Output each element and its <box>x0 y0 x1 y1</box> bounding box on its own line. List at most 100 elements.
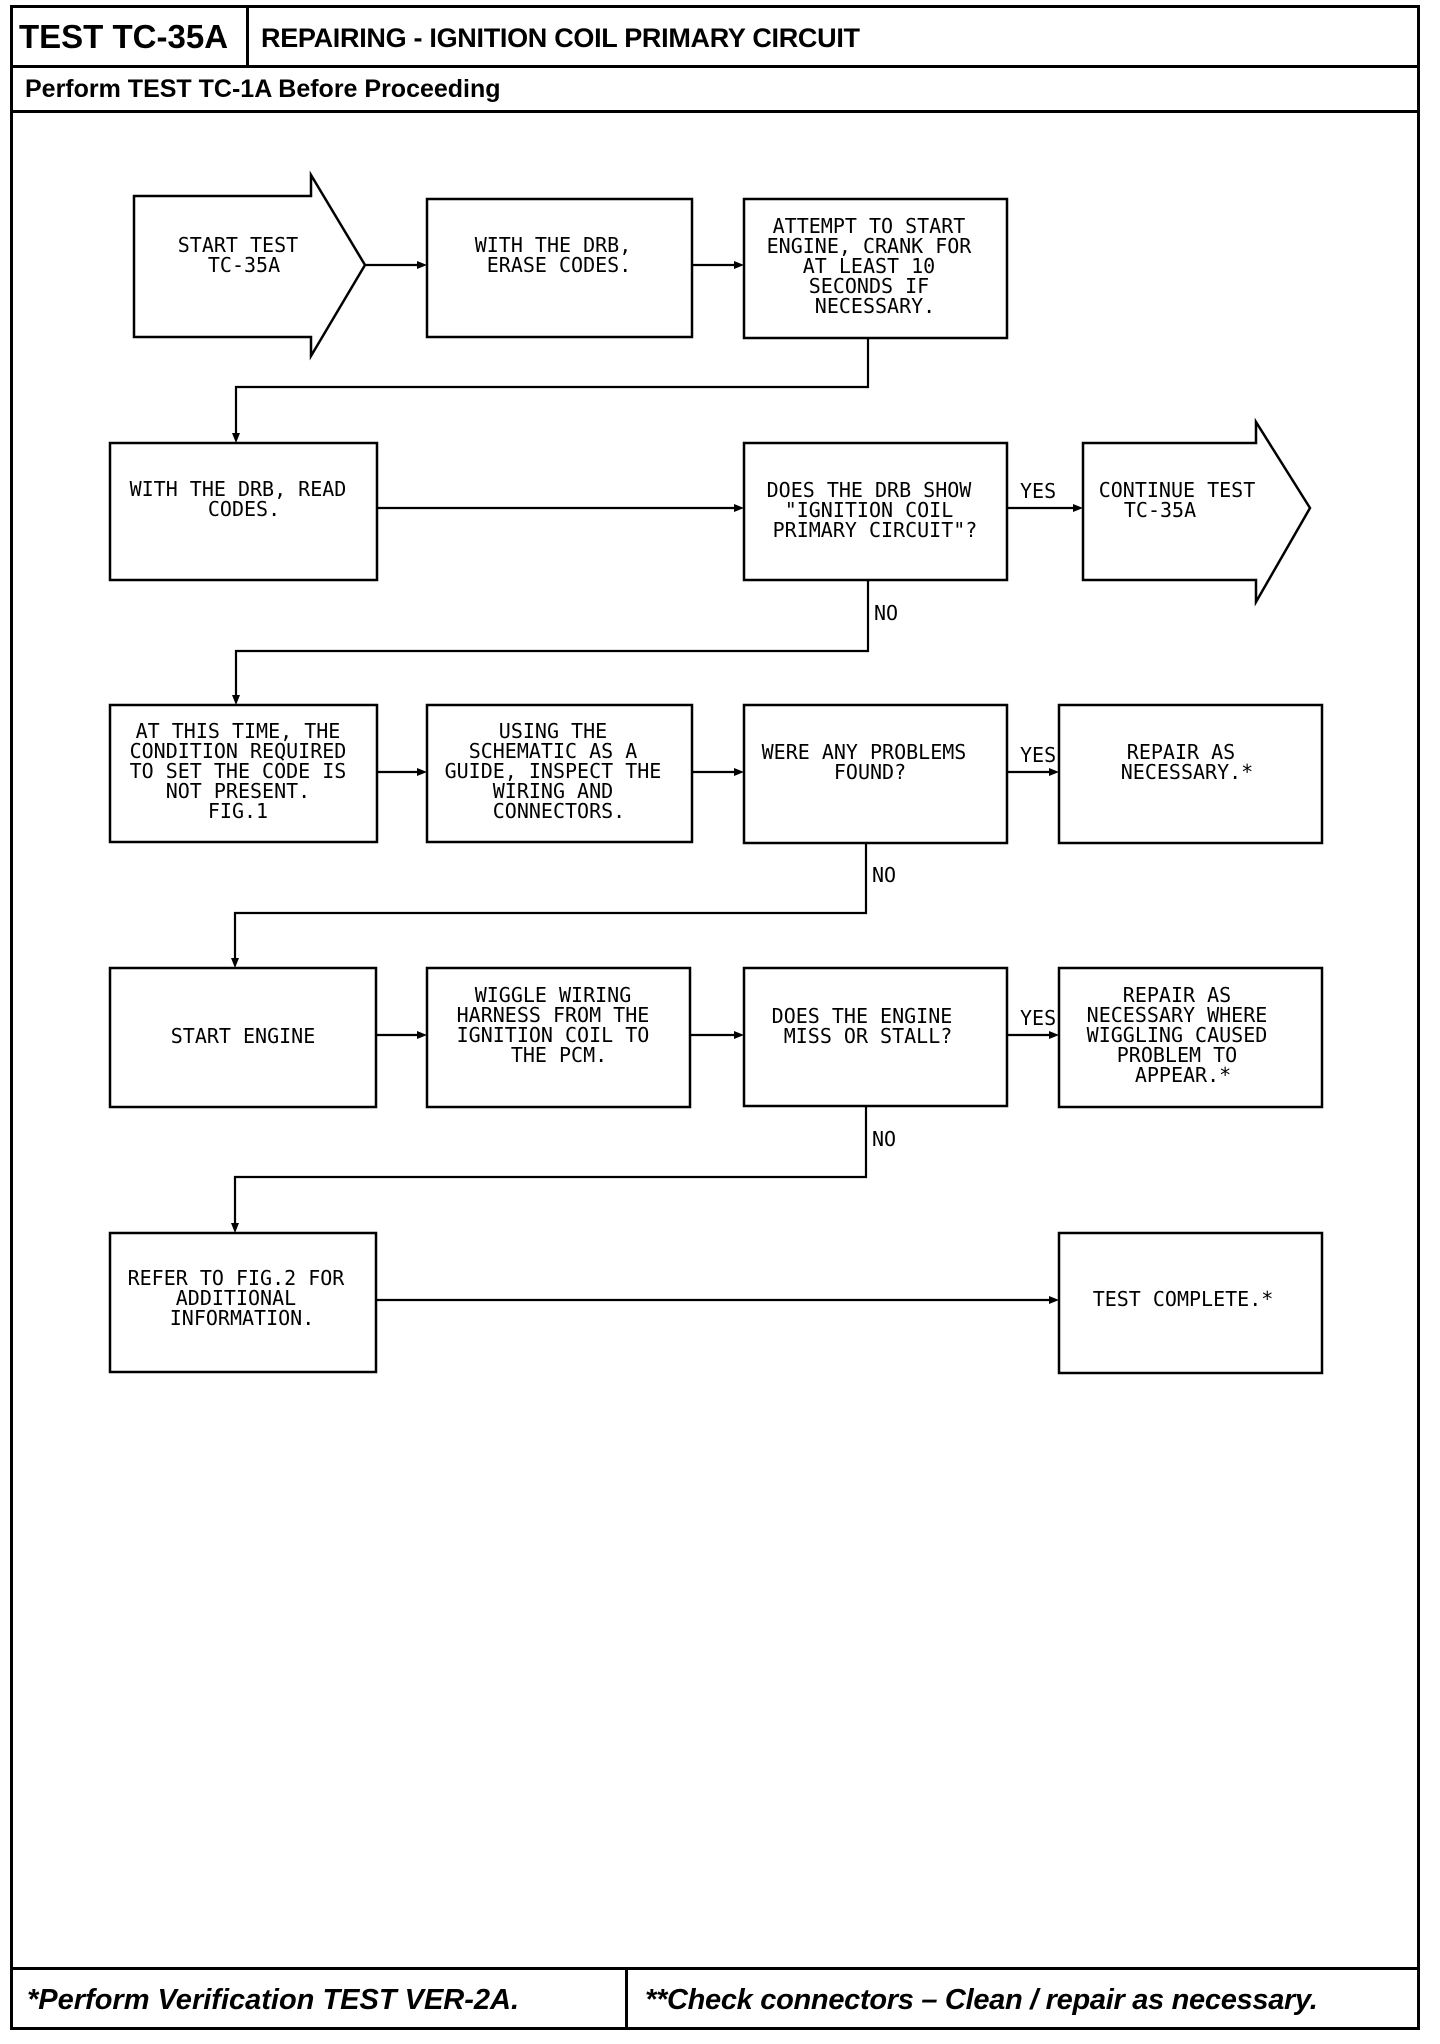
arrowhead <box>1049 768 1059 776</box>
attempt-start-box <box>742 197 1009 340</box>
text-line: CONDITION REQUIRED <box>130 739 347 763</box>
text-line: FIG.1 <box>208 799 268 823</box>
not-present-text: AT THIS TIME, THE CONDITION REQUIRED TO … <box>130 719 359 823</box>
text-line: WIGGLE WIRING <box>475 983 632 1007</box>
arrowhead <box>417 768 427 776</box>
text-line: MISS OR STALL? <box>784 1024 953 1048</box>
text-line: AT THIS TIME, THE <box>136 719 341 743</box>
repair-text: REPAIR AS NECESSARY.* <box>1121 740 1253 784</box>
wiggle-wiring-text: WIGGLE WIRING HARNESS FROM THE IGNITION … <box>457 983 662 1067</box>
connectors <box>233 263 1075 1302</box>
arrowheads <box>231 261 1083 1304</box>
repair-as-necessary-box <box>1057 703 1324 845</box>
text-line: NECESSARY.* <box>1121 760 1253 784</box>
subheader-row: Perform TEST TC-1A Before Proceeding <box>13 68 1417 113</box>
text-line: THE PCM. <box>511 1043 607 1067</box>
no-label: NO <box>872 863 896 887</box>
test-complete-text: TEST COMPLETE.* <box>1093 1287 1274 1311</box>
text-line: SECONDS IF <box>809 274 929 298</box>
text-line: WERE ANY PROBLEMS <box>762 740 967 764</box>
miss-stall-decision-box <box>742 966 1009 1108</box>
not-present-box <box>108 703 379 844</box>
text-line: IGNITION COIL TO <box>457 1023 650 1047</box>
yes-label: YES <box>1020 479 1056 503</box>
text-line: DOES THE DRB SHOW <box>767 478 973 502</box>
text-line: FOUND? <box>834 760 906 784</box>
erase-codes-box <box>425 197 694 339</box>
text-line: "IGNITION COIL <box>785 498 954 522</box>
refer-fig2-box <box>108 1231 378 1374</box>
text-line: TC-35A <box>1124 498 1196 522</box>
arrowhead <box>231 958 239 968</box>
attempt-start-text: ATTEMPT TO START ENGINE, CRANK FOR AT LE… <box>767 214 984 318</box>
page-title: REPAIRING - IGNITION COIL PRIMARY CIRCUI… <box>261 23 860 53</box>
arrowhead <box>232 433 240 443</box>
yes-label: YES <box>1020 743 1056 767</box>
test-complete-box <box>1057 1231 1324 1375</box>
text-line: REFER TO FIG.2 FOR <box>128 1266 346 1290</box>
text-line: APPEAR.* <box>1135 1063 1231 1087</box>
text-line: PROBLEM TO <box>1117 1043 1237 1067</box>
footer-verification-note: *Perform Verification TEST VER-2A. <box>13 1970 628 2027</box>
text-line: ADDITIONAL <box>176 1286 296 1310</box>
no-label: NO <box>872 1127 896 1151</box>
text-line: START ENGINE <box>171 1024 316 1048</box>
text-line: WITH THE DRB, READ <box>130 477 347 501</box>
arrowhead <box>232 695 240 705</box>
start-test-arrow <box>132 170 367 361</box>
text-line: WIRING AND <box>493 779 613 803</box>
text-line: CONTINUE TEST <box>1099 478 1256 502</box>
text-line: NECESSARY WHERE <box>1087 1003 1268 1027</box>
text-line: USING THE <box>499 719 607 743</box>
text-line: WITH THE DRB, <box>475 233 632 257</box>
repair-where-wiggling-box <box>1057 966 1324 1109</box>
flow-nodes <box>108 170 1324 1375</box>
branch-labels: YES NO YES NO YES NO <box>872 479 1056 1151</box>
arrowhead <box>417 1031 427 1039</box>
wiggle-wiring-box <box>425 966 692 1109</box>
page-frame: TEST TC-35A REPAIRING - IGNITION COIL PR… <box>10 5 1420 2030</box>
problems-found-decision-box <box>742 703 1009 845</box>
text-line: ATTEMPT TO START <box>773 214 966 238</box>
flow-texts: START TEST TC-35A WITH THE DRB, ERASE CO… <box>128 214 1274 1330</box>
arrowhead <box>734 1031 744 1039</box>
continue-test-arrow <box>1081 417 1312 607</box>
read-codes-text: WITH THE DRB, READ CODES. <box>130 477 359 521</box>
text-line: INFORMATION. <box>170 1306 315 1330</box>
no-label: NO <box>874 601 898 625</box>
test-id: TEST TC-35A <box>13 8 249 65</box>
connector-drbshow-to-notpresent <box>234 580 870 697</box>
drb-show-text: DOES THE DRB SHOW "IGNITION COIL PRIMARY… <box>767 478 984 542</box>
arrowhead <box>734 504 744 512</box>
arrowhead <box>734 768 744 776</box>
footer-row: *Perform Verification TEST VER-2A. **Che… <box>13 1967 1417 2027</box>
arrowhead <box>734 261 744 269</box>
footer-connector-note: **Check connectors – Clean / repair as n… <box>645 1984 1318 2016</box>
inspect-wiring-text: USING THE SCHEMATIC AS A GUIDE, INSPECT … <box>445 719 674 823</box>
arrowhead <box>1073 504 1083 512</box>
start-test-text: START TEST TC-35A <box>178 233 310 277</box>
miss-stall-text: DOES THE ENGINE MISS OR STALL? <box>772 1004 965 1048</box>
start-engine-text: START ENGINE <box>171 1024 316 1048</box>
arrowhead <box>231 1223 239 1233</box>
continue-test-text: CONTINUE TEST TC-35A <box>1099 478 1268 522</box>
connector-attempt-to-read <box>234 338 870 434</box>
text-line: START TEST <box>178 233 298 257</box>
start-engine-box <box>108 966 378 1109</box>
text-line: REPAIR AS <box>1127 740 1235 764</box>
connector-problems-to-startengine <box>233 843 868 960</box>
header-row: TEST TC-35A REPAIRING - IGNITION COIL PR… <box>13 8 1417 68</box>
text-line: AT LEAST 10 <box>803 254 935 278</box>
arrowhead <box>417 261 427 269</box>
text-line: DOES THE ENGINE <box>772 1004 953 1028</box>
drb-show-decision-box <box>742 441 1009 582</box>
text-line: TC-35A <box>208 253 280 277</box>
page-subtitle: Perform TEST TC-1A Before Proceeding <box>25 75 501 103</box>
problems-found-text: WERE ANY PROBLEMS FOUND? <box>762 740 979 784</box>
text-line: REPAIR AS <box>1123 983 1231 1007</box>
text-line: HARNESS FROM THE <box>457 1003 650 1027</box>
text-line: ERASE CODES. <box>487 253 632 277</box>
yes-label: YES <box>1020 1006 1056 1030</box>
text-line: SCHEMATIC AS A <box>469 739 638 763</box>
